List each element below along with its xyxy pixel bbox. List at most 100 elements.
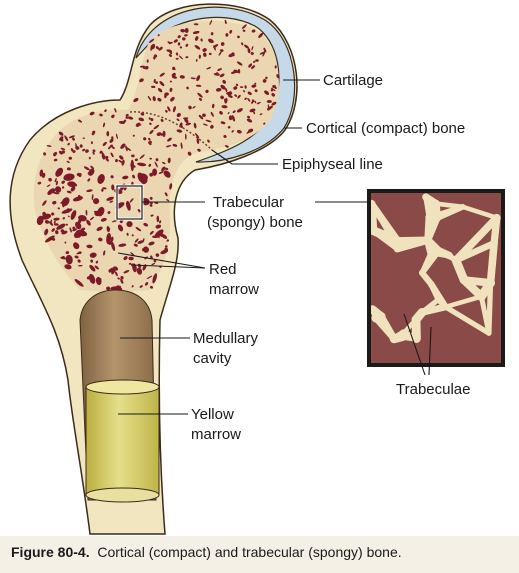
marrow-pore	[61, 186, 65, 189]
marrow-pore	[270, 88, 274, 92]
marrow-pore	[143, 137, 147, 141]
marrow-pore	[196, 137, 200, 144]
marrow-pore	[130, 159, 135, 172]
marrow-pore	[202, 113, 206, 117]
marrow-pore	[95, 260, 99, 264]
marrow-pore	[64, 264, 72, 270]
marrow-pore	[131, 154, 135, 158]
epiphyseal-leader	[211, 149, 233, 165]
marrow-pore	[77, 259, 81, 263]
marrow-pore	[42, 172, 46, 176]
marrow-pore	[137, 162, 147, 167]
marrow-pore	[56, 223, 66, 230]
marrow-pore	[253, 111, 256, 115]
marrow-pore	[176, 118, 180, 122]
marrow-pore	[120, 143, 126, 149]
marrow-pore	[167, 137, 172, 142]
marrow-pore	[83, 166, 90, 171]
marrow-pore	[208, 52, 212, 56]
marrow-pore	[251, 29, 256, 33]
marrow-pore	[155, 46, 159, 50]
marrow-pore	[106, 232, 112, 245]
marrow-pore	[151, 85, 156, 89]
marrow-pore	[61, 197, 70, 207]
marrow-pore	[194, 132, 200, 139]
marrow-pore	[183, 117, 189, 120]
marrow-pore	[130, 263, 134, 267]
marrow-pore	[72, 150, 76, 154]
marrow-pore	[70, 210, 77, 220]
trabecula-strut	[487, 239, 498, 287]
marrow-pore	[162, 130, 166, 138]
marrow-pore	[78, 251, 82, 255]
marrow-pore	[134, 158, 138, 162]
marrow-pore	[169, 183, 173, 190]
marrow-pore	[244, 97, 247, 100]
marrow-pore	[80, 227, 86, 232]
marrow-pore	[126, 200, 131, 211]
marrow-pore	[155, 253, 160, 257]
marrow-pore	[92, 130, 95, 134]
marrow-pore	[150, 118, 154, 122]
marrow-pore	[203, 52, 207, 57]
marrow-pore	[97, 206, 105, 217]
marrow-pore	[256, 101, 261, 105]
marrow-pore	[148, 241, 155, 246]
marrow-pore	[77, 219, 82, 224]
marrow-pore	[39, 169, 44, 177]
marrow-pore	[89, 216, 95, 221]
marrow-pore	[228, 115, 233, 121]
marrow-pore	[236, 61, 243, 66]
yellow-marrow	[85, 379, 160, 503]
marrow-pore	[197, 148, 201, 151]
marrow-pore	[106, 286, 111, 291]
marrow-pore	[227, 126, 231, 129]
marrow-pore	[92, 151, 95, 155]
marrow-pore	[117, 277, 120, 280]
marrow-pore	[102, 141, 107, 146]
marrow-pore	[264, 90, 270, 95]
marrow-pore	[121, 159, 125, 166]
marrow-pore	[106, 131, 110, 137]
marrow-pore	[54, 178, 57, 183]
marrow-pore	[172, 143, 178, 147]
marrow-pore	[65, 254, 73, 265]
marrow-pore	[88, 168, 95, 176]
marrow-pore	[70, 186, 76, 192]
marrow-pore	[262, 79, 267, 83]
marrow-pore	[233, 86, 238, 90]
marrow-pore	[111, 114, 115, 119]
marrow-pore	[76, 172, 81, 177]
marrow-pore	[210, 111, 214, 117]
marrow-pore	[128, 256, 134, 261]
marrow-pore	[55, 180, 59, 186]
marrow-pore	[222, 79, 227, 84]
marrow-pore	[231, 130, 234, 133]
marrow-pore	[205, 89, 209, 94]
marrow-pore	[166, 145, 172, 148]
marrow-pore	[85, 209, 88, 216]
marrow-pore	[228, 94, 233, 98]
marrow-pore	[53, 223, 59, 226]
marrow-pore	[193, 122, 197, 129]
marrow-pore	[176, 129, 183, 133]
marrow-pore	[99, 278, 102, 282]
marrow-pore	[265, 76, 268, 80]
marrow-pore	[75, 233, 80, 237]
marrow-pore	[36, 215, 44, 226]
marrow-pore	[157, 97, 162, 102]
marrow-pore	[169, 80, 172, 83]
marrow-pore	[68, 156, 73, 160]
marrow-pore	[180, 28, 186, 33]
marrow-pore	[66, 167, 71, 171]
marrow-pore	[247, 115, 251, 119]
label-medullary-1: Medullary	[193, 330, 259, 347]
red-marrow-leader	[117, 252, 206, 269]
trabeculae-inset	[367, 189, 505, 367]
marrow-pore	[206, 66, 212, 70]
marrow-pore	[61, 150, 65, 154]
trabecula-strut	[460, 204, 500, 221]
marrow-pore	[243, 90, 246, 93]
marrow-pore	[224, 19, 227, 25]
caption-text: Cortical (compact) and trabecular (spong…	[97, 544, 402, 560]
